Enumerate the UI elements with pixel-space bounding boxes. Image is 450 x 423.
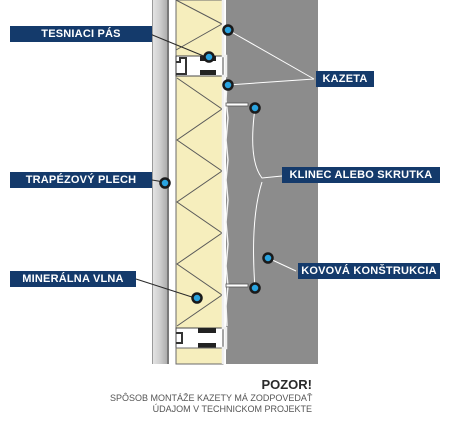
sealing-strip: [175, 55, 224, 77]
marker-klinec-top: [249, 102, 261, 114]
leader-lines: [135, 29, 315, 299]
marker-kazeta-top: [222, 24, 234, 36]
label-kovova-konstrukcia: KOVOVÁ KONŠTRUKCIA: [298, 263, 440, 279]
markers: [159, 24, 274, 304]
mineral-wool: [175, 0, 224, 329]
label-tesniaci-pas: TESNIACI PÁS: [10, 26, 152, 42]
marker-klinec-bottom: [249, 282, 261, 294]
marker-kovova-konstrukcia: [262, 252, 274, 264]
marker-mineralna-vlna: [191, 292, 203, 304]
cassette-joint-bottom: [175, 327, 224, 365]
warning-text-line-1: SPÔSOB MONTÁŽE KAZETY MÁ ZODPOVEDAŤ: [110, 393, 313, 403]
fastener-top: [225, 102, 249, 107]
label-trapezovy-plech: TRAPÉZOVÝ PLECH: [10, 172, 152, 188]
marker-kazeta-mid: [222, 79, 234, 91]
label-mineralna-vlna: MINERÁLNA VLNA: [10, 271, 136, 287]
warning-text-line-2: ÚDAJOM V TECHNICKOM PROJEKTE: [152, 404, 312, 414]
label-kazeta: KAZETA: [316, 71, 374, 87]
warning-title: POZOR!: [261, 377, 312, 392]
marker-trapezovy-plech: [159, 177, 171, 189]
fastener-bottom: [225, 283, 249, 288]
fasteners: [225, 102, 249, 288]
label-klinec-alebo-skrutka: KLINEC ALEBO SKRUTKA: [282, 167, 440, 183]
marker-tesniaci-pas: [203, 51, 215, 63]
